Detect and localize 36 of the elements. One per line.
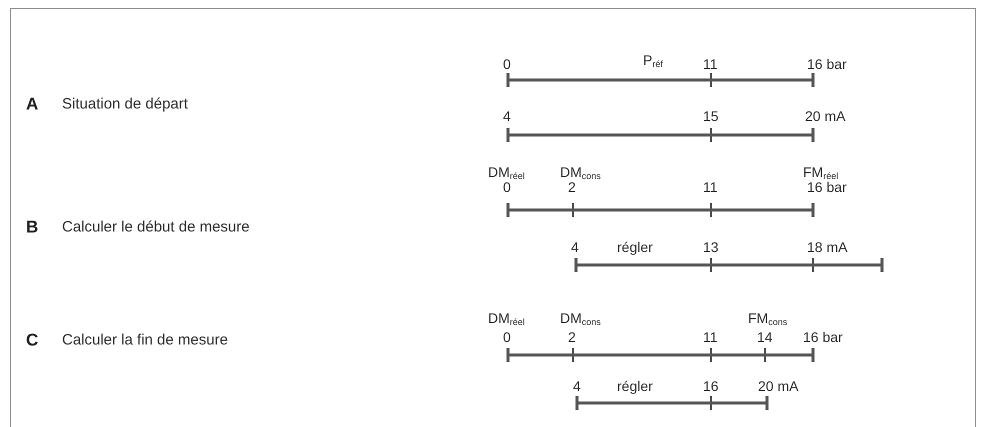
scale-value: 16 bar (803, 330, 843, 344)
scale-value: 16 bar (807, 180, 847, 194)
scale-value: 18 mA (807, 240, 848, 254)
scale-value: 2 (568, 180, 576, 194)
scale-value: 11 (703, 330, 718, 344)
scale-value: 4 (571, 240, 579, 254)
symbol-label: DM$_{réel}$ (488, 311, 525, 325)
symbol-label: DM$_{cons}$ (560, 311, 601, 325)
scale-value: 0 (503, 57, 511, 71)
scale-value: 20 mA (805, 109, 846, 123)
scale-value: 15 (703, 109, 719, 123)
note: régler (617, 379, 653, 393)
scale-value: 16 bar (807, 57, 847, 71)
scale-value: 0 (503, 180, 511, 194)
scale-value: 4 (503, 109, 511, 123)
section-letter: A (26, 96, 38, 112)
section-title: Calculer la fin de mesure (62, 332, 228, 348)
scale-value: 13 (703, 240, 719, 254)
symbol-label: DM$_{réel}$ (488, 165, 525, 179)
scale-value: 14 (757, 330, 773, 344)
symbol-label: P$_{réf}$ (643, 53, 663, 67)
symbol-label: DM$_{cons}$ (560, 165, 601, 179)
symbol-label: FM$_{cons}$ (748, 311, 788, 325)
section-title: Calculer le début de mesure (62, 220, 250, 234)
section-title: Situation de départ (62, 96, 188, 112)
scale-value: 16 (703, 379, 719, 393)
scale-value: 2 (568, 330, 576, 344)
scale-value: 0 (503, 330, 511, 344)
scale-value: 11 (703, 180, 718, 194)
scale-value: 11 (703, 57, 718, 71)
scale-value: 20 mA (758, 379, 798, 393)
section-letter: C (26, 332, 38, 348)
note: régler (617, 240, 653, 254)
scale-value: 4 (573, 379, 581, 393)
symbol-label: FM$_{réel}$ (803, 165, 838, 179)
section-letter: B (26, 218, 38, 236)
